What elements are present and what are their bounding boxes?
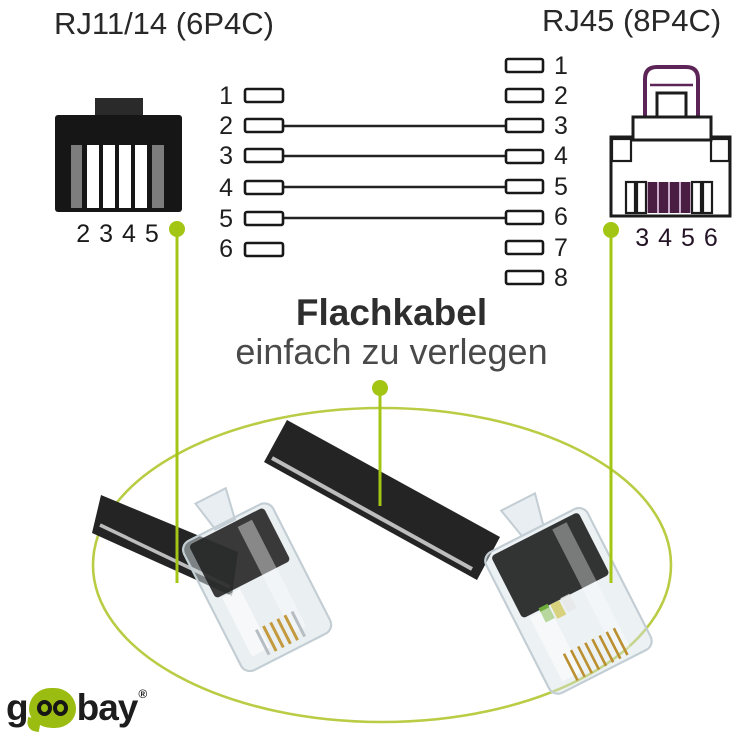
photo-rj11-plug [182,486,333,673]
pin-contact-box [243,179,285,196]
caption-subtitle: einfach zu verlegen [235,331,548,372]
pin-contact-box [504,209,545,226]
logo-text-g: g [6,687,29,728]
rj11-title: RJ11/14 (6P4C) [54,6,274,41]
right-pin-number: 3 [554,112,568,140]
rj11-tab [95,98,143,118]
pin-contact-box [243,87,285,104]
rj11-slot [135,145,147,208]
plug-latch [193,486,237,531]
rj11-pins-label: 2 3 4 5 [76,220,160,248]
logo-bubble [25,688,76,733]
pin-contact-box [243,241,285,258]
pin-contact-box [504,117,545,134]
rj45-latch [643,65,700,121]
ellipse-highlight [91,406,673,724]
pin-contact-box [504,239,545,256]
right-pin-number: 1 [554,52,568,80]
rj11-slot-unused [152,145,164,208]
left-pin-number: 6 [219,235,233,263]
pin-contact-box [243,117,285,134]
pin-contact-box [243,147,285,164]
rj45-pin-unused [690,180,703,215]
rj11-body [55,115,182,212]
plug-shine [237,519,307,634]
left-pin-number: 2 [219,112,233,140]
right-pin-number: 4 [554,142,568,170]
callout-dot [603,222,619,238]
caption-title: Flachkabel [295,292,488,333]
right-pin-number: 5 [554,173,568,201]
plug-contacts [255,610,307,656]
registered-trademark: ® [138,687,148,701]
pin-contact-box [504,269,545,286]
callout-dot [372,380,388,396]
wire-hint-white [560,593,577,613]
rj11-slot [87,145,99,208]
left-pin-number: 4 [219,174,233,202]
flat-cable-main-segment [264,420,500,580]
left-pin-number: 3 [219,142,233,170]
callout-dot [169,221,185,237]
rj45-wing [709,137,731,163]
pin-contact-box [504,87,545,104]
brand-logo: g bay ® [6,684,148,733]
plug-outline [182,502,333,673]
callout-lines [169,221,619,583]
right-pin-number: 7 [554,234,568,262]
plug-shine [552,522,631,655]
logo-o-icon [36,700,52,716]
rj45-pin-unused [624,180,637,215]
rj45-collar [631,115,713,142]
rj11-slot-unused [71,145,82,208]
photo-rj45-plug [484,491,653,695]
rj45-pin-used [670,182,679,213]
rj45-pin-used [659,182,668,213]
logo-bubble-tail [25,716,41,733]
rj45-pin-unused [701,180,714,215]
pin-contact-box [504,178,545,195]
rj45-pin-unused [635,180,648,215]
pin-contact-box [504,57,545,74]
wire-connections [283,124,506,220]
rj45-pin-used [681,182,690,213]
left-pin-number: 5 [219,205,233,233]
cable-inside-plug [492,513,609,618]
plug-outline [484,507,653,695]
rj45-pin-used [648,182,657,213]
left-pin-boxes [243,87,285,258]
right-pin-number: 6 [554,203,568,231]
rj45-latch-inner [655,91,688,119]
rj11-slot [119,145,131,208]
right-pin-number: 2 [554,82,568,110]
plug-shine [222,588,270,657]
wire-hint-yellow [550,600,567,619]
logo-text-bay: bay [76,687,139,728]
pin-contact-box [243,210,285,227]
right-pin-number: 8 [554,264,568,292]
cable-highlight-edge [271,456,473,571]
rj45-front-illustration [609,65,732,218]
rj45-title: RJ45 (8P4C) [542,3,722,38]
rj45-pins-label: 3 4 5 6 [635,224,719,252]
plug-contacts [562,627,629,682]
pin-contact-box [504,148,545,165]
rj11-front-illustration [55,98,182,212]
right-pin-boxes [504,57,545,286]
cable-inside-plug [189,508,290,598]
logo-o-icon [52,700,68,716]
rj45-wing [610,137,633,163]
rj11-slot [103,145,115,208]
left-pin-number: 1 [219,82,233,110]
